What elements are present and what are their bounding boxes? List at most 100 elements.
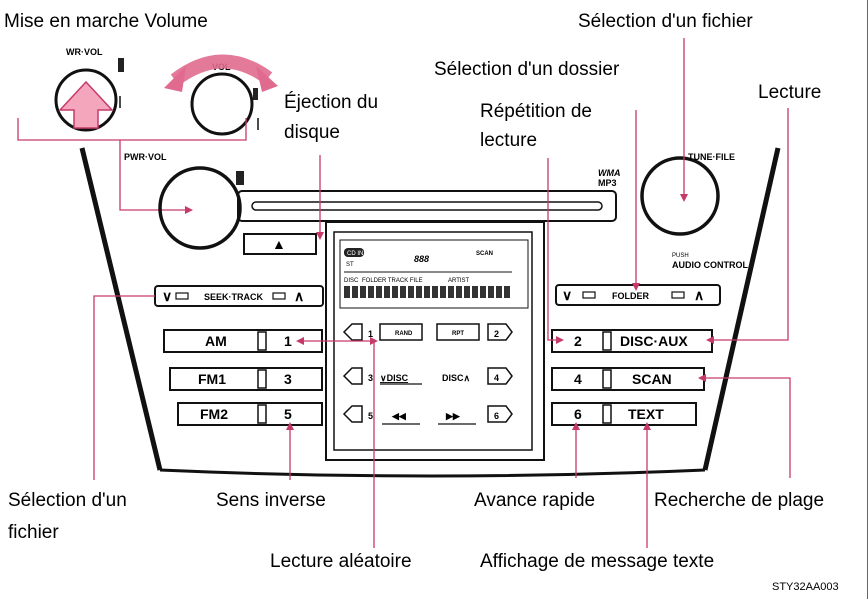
lcd-char-cell bbox=[376, 286, 382, 298]
audio-control-label: AUDIO CONTROL bbox=[672, 260, 748, 270]
lcd-char-cell bbox=[384, 286, 390, 298]
figure-code: STY32AA003 bbox=[772, 581, 839, 593]
fm1-label: FM1 bbox=[198, 371, 226, 387]
callout-reverse: Sens inverse bbox=[216, 490, 326, 511]
disc-slot bbox=[237, 190, 617, 222]
lcd-char-cell bbox=[464, 286, 470, 298]
lcd-dot-matrix bbox=[344, 286, 510, 298]
lcd-char-cell bbox=[480, 286, 486, 298]
lcd-char-cell bbox=[488, 286, 494, 298]
panel-outline bbox=[79, 147, 781, 471]
rpt-label: RPT bbox=[452, 331, 464, 337]
lcd-cd-in: CD IN bbox=[347, 251, 363, 257]
disc-aux-label: DISC·AUX bbox=[620, 333, 688, 349]
lcd-char-cell bbox=[496, 286, 502, 298]
lcd-char-cell bbox=[368, 286, 374, 298]
volume-inset: WR·VOL VOL bbox=[17, 47, 278, 214]
fm2-label: FM2 bbox=[200, 406, 228, 422]
inset-disc-icon bbox=[118, 58, 124, 72]
lcd-char-cell bbox=[416, 286, 422, 298]
lcd-1-label: 1 bbox=[368, 329, 373, 339]
lcd-char-cell bbox=[408, 286, 414, 298]
lcd-char-cell bbox=[392, 286, 398, 298]
callout-eject-line2: disque bbox=[284, 122, 340, 143]
lcd-folder-track-file: FOLDER TRACK FILE bbox=[362, 278, 423, 284]
svg-text:∧: ∧ bbox=[294, 288, 304, 304]
lcd-char-cell bbox=[432, 286, 438, 298]
lcd-scan: SCAN bbox=[476, 251, 493, 257]
callout-track-search: Recherche de plage bbox=[654, 490, 824, 511]
callout-eject-line1: Éjection du bbox=[284, 92, 378, 113]
seek-track-label: SEEK·TRACK bbox=[204, 292, 264, 302]
callout-file-select-bottom-line2: fichier bbox=[8, 522, 59, 543]
disc-logo-icon bbox=[236, 171, 244, 185]
lcd-preset-5-button[interactable] bbox=[342, 405, 363, 423]
lcd-4-label: 4 bbox=[494, 373, 499, 383]
disc-slot-inner bbox=[251, 201, 603, 211]
tune-file-knob[interactable] bbox=[640, 156, 720, 236]
disc-down-label[interactable]: ∨DISC bbox=[380, 373, 409, 383]
lcd-preset-4-button[interactable] bbox=[487, 367, 513, 385]
rand-button[interactable] bbox=[379, 323, 423, 341]
callout-repeat-line2: lecture bbox=[480, 130, 537, 151]
tune-file-label: TUNE·FILE bbox=[688, 152, 735, 162]
preset-4-label: 4 bbox=[574, 371, 582, 387]
rpt-button[interactable] bbox=[436, 323, 480, 341]
lcd-3-label: 3 bbox=[368, 373, 373, 383]
lcd-preset-6-button[interactable] bbox=[487, 405, 513, 423]
lcd-char-cell bbox=[472, 286, 478, 298]
lcd-disc: DISC bbox=[344, 278, 359, 284]
lcd-preset-3-button[interactable] bbox=[342, 367, 363, 385]
callout-folder-select: Sélection d'un dossier bbox=[434, 59, 620, 80]
callout-power-volume: Mise en marche Volume bbox=[4, 11, 208, 32]
mp3-logo: MP3 bbox=[598, 178, 617, 188]
svg-text:∨: ∨ bbox=[562, 287, 572, 303]
panel-bottom-edge bbox=[159, 468, 706, 478]
lcd-char-cell bbox=[344, 286, 350, 298]
push-label: PUSH bbox=[672, 253, 689, 259]
lcd-char-cell bbox=[352, 286, 358, 298]
inset-bracket bbox=[17, 118, 247, 141]
folder-label: FOLDER bbox=[612, 291, 649, 301]
preset-2-label: 2 bbox=[574, 333, 582, 349]
eject-icon: ▲ bbox=[272, 236, 286, 252]
preset-fm1-3-button[interactable] bbox=[169, 367, 323, 391]
rewind-icon[interactable]: ◀◀ bbox=[391, 411, 407, 421]
lcd-preset-1-button[interactable] bbox=[342, 323, 363, 341]
lcd-button-rows: 1 RAND RPT 2 3 ∨DISC DISC∧ 4 5 ◀◀ ▶▶ 6 bbox=[342, 323, 513, 425]
lcd-char-cell bbox=[448, 286, 454, 298]
lcd-char-cell bbox=[456, 286, 462, 298]
fast-forward-icon[interactable]: ▶▶ bbox=[445, 411, 461, 421]
callout-play: Lecture bbox=[758, 82, 821, 103]
svg-text:∧: ∧ bbox=[694, 287, 704, 303]
callout-labels: Mise en marche Volume Sélection d'un fic… bbox=[4, 11, 839, 593]
right-preset-buttons: 2 DISC·AUX 4 SCAN 6 TEXT bbox=[551, 329, 713, 426]
lcd-preset-2-button[interactable] bbox=[487, 323, 513, 341]
pwr-vol-knob[interactable] bbox=[158, 166, 242, 250]
preset-fm2-5-button[interactable] bbox=[177, 402, 323, 426]
lcd-char-cell bbox=[440, 286, 446, 298]
scan-label: SCAN bbox=[632, 371, 672, 387]
lcd-char-cell bbox=[400, 286, 406, 298]
lcd-2-label: 2 bbox=[494, 329, 499, 339]
callout-random: Lecture aléatoire bbox=[270, 551, 412, 572]
callout-leader-lines bbox=[93, 38, 791, 548]
rotate-arrow-left-head bbox=[164, 66, 186, 92]
text-label: TEXT bbox=[628, 406, 664, 422]
inset-power-knob bbox=[54, 68, 118, 132]
callout-fast-forward: Avance rapide bbox=[474, 490, 595, 511]
inset-volume-knob bbox=[190, 72, 254, 136]
inset-wrvol-label: WR·VOL bbox=[66, 47, 103, 57]
preset-6-text-button[interactable] bbox=[551, 402, 697, 426]
lcd-char-cell bbox=[504, 286, 510, 298]
rotate-arrow-right-head bbox=[256, 66, 278, 92]
left-preset-buttons: AM 1 FM1 3 FM2 5 bbox=[163, 329, 323, 426]
svg-text:∨: ∨ bbox=[162, 288, 172, 304]
eject-button[interactable] bbox=[243, 233, 317, 255]
lcd-char-cell bbox=[360, 286, 366, 298]
rand-label: RAND bbox=[395, 331, 413, 337]
callout-text-display: Affichage de message texte bbox=[480, 551, 714, 572]
callout-repeat-line1: Répétition de bbox=[480, 101, 592, 122]
disc-up-label[interactable]: DISC∧ bbox=[442, 373, 470, 383]
